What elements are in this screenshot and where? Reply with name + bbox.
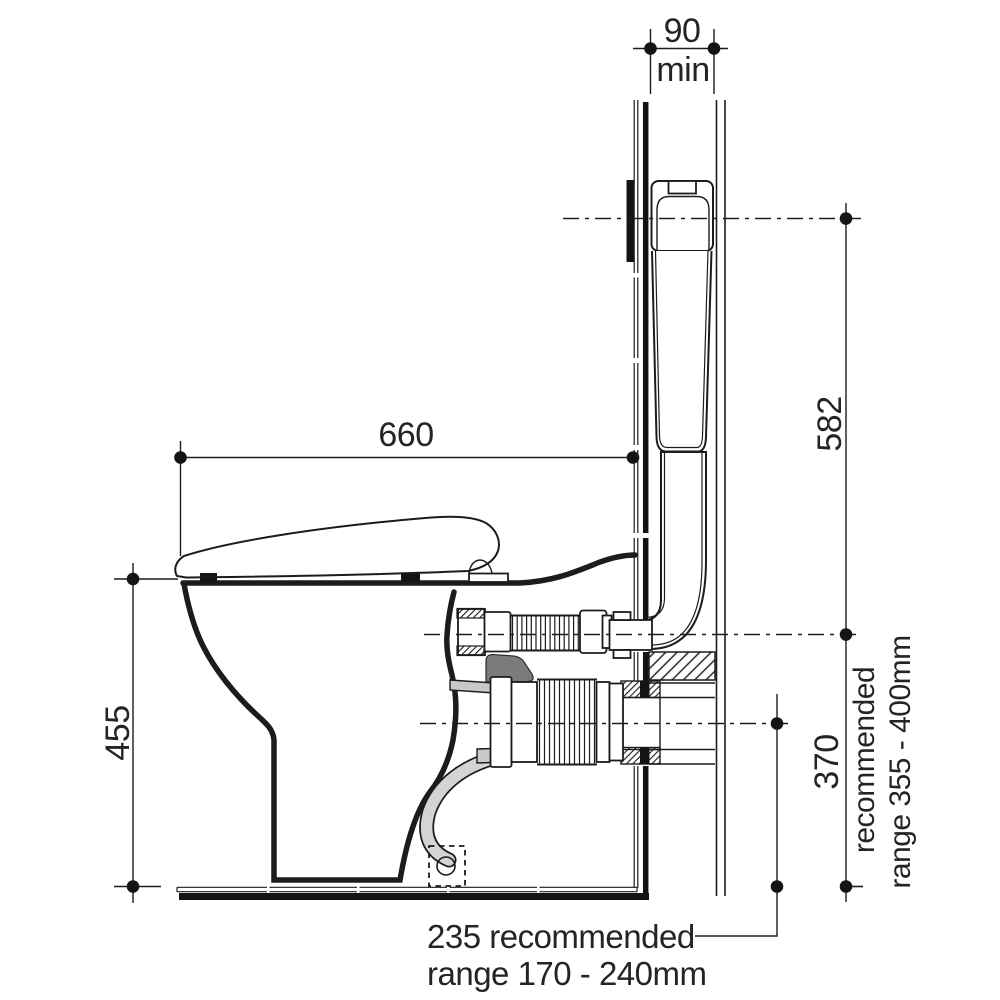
seat-bumper-rear — [401, 573, 420, 582]
cistern-tank-inner — [654, 250, 709, 449]
inwall-cistern — [610, 180, 714, 650]
centrelines — [420, 217, 863, 888]
hinge-plate — [468, 572, 509, 583]
waste-nut-top-cap — [640, 681, 650, 698]
floor-slab-line — [179, 893, 649, 900]
dimension-455: 455 — [99, 563, 178, 903]
floor — [176, 886, 649, 900]
rubber-seal — [485, 653, 534, 683]
flush-button-plate — [626, 180, 634, 262]
inlet-horn-tab-top — [456, 607, 485, 619]
trap-band — [420, 751, 504, 866]
outlet-note-line2: range 170 - 240mm — [427, 955, 707, 992]
lid — [174, 515, 500, 579]
wall-stud-lines — [715, 100, 726, 896]
waste-hose-edges — [537, 678, 597, 766]
flush-coupling — [483, 611, 512, 653]
dim-depth-value: 660 — [378, 416, 433, 454]
dim-cavity-value: 90 — [664, 12, 701, 50]
cistern-valve-tab — [667, 180, 697, 195]
dimension-582-370: 582 370 recommended range 355 - 400mm — [808, 203, 917, 902]
pan-rim-line — [180, 552, 638, 586]
dim-inlet-height-value: 370 — [808, 734, 846, 789]
waste-pipe-lines — [649, 682, 715, 765]
waste-wall-pipe — [620, 680, 715, 765]
waste-nut-bottom-cap — [640, 747, 650, 764]
inlet-horn-tab-bottom — [456, 645, 485, 657]
inlet-note-line2: range 355 - 400mm — [884, 635, 917, 888]
pan-outline — [181, 581, 459, 883]
inlet-note-line1: recommended — [848, 667, 881, 853]
cistern-inner-top — [656, 195, 710, 251]
waste-flange — [489, 676, 513, 768]
dimension-660: 660 — [174, 416, 640, 556]
waste-cuff-left — [510, 681, 538, 763]
waste-cuff-right1 — [595, 681, 611, 763]
flush-fitting-tab-top — [612, 611, 632, 621]
wall-board-lines — [633, 100, 639, 888]
wall-noggin-hatched — [648, 651, 716, 681]
flush-connector — [456, 607, 653, 659]
dim-button-height-value: 582 — [811, 396, 849, 451]
flush-fitting-tab-bottom — [612, 649, 632, 659]
floor-surface-lines — [176, 886, 638, 893]
waste-connector — [489, 676, 624, 768]
outlet-note-line1: 235 recommended — [427, 918, 695, 955]
flush-elbow-inner — [644, 452, 703, 646]
wall-structure — [626, 100, 726, 896]
dim-cavity-qualifier: min — [656, 51, 709, 89]
waste-hose-ribs — [538, 679, 596, 765]
pan-fill — [184, 584, 456, 880]
dimension-outlet-leader: 235 recommended range 170 - 240mm — [427, 694, 784, 992]
waste-cuff-right2 — [608, 682, 624, 762]
seat-and-lid — [174, 515, 509, 583]
toilet-pan — [180, 552, 638, 883]
hinge-wedge — [468, 559, 493, 575]
fixing-access-box — [428, 845, 466, 887]
flush-hose-ribs — [511, 615, 579, 651]
dim-seat-height-value: 455 — [99, 705, 137, 760]
dimension-90-min: 90 min — [633, 12, 728, 94]
fixing-hole — [436, 856, 456, 876]
